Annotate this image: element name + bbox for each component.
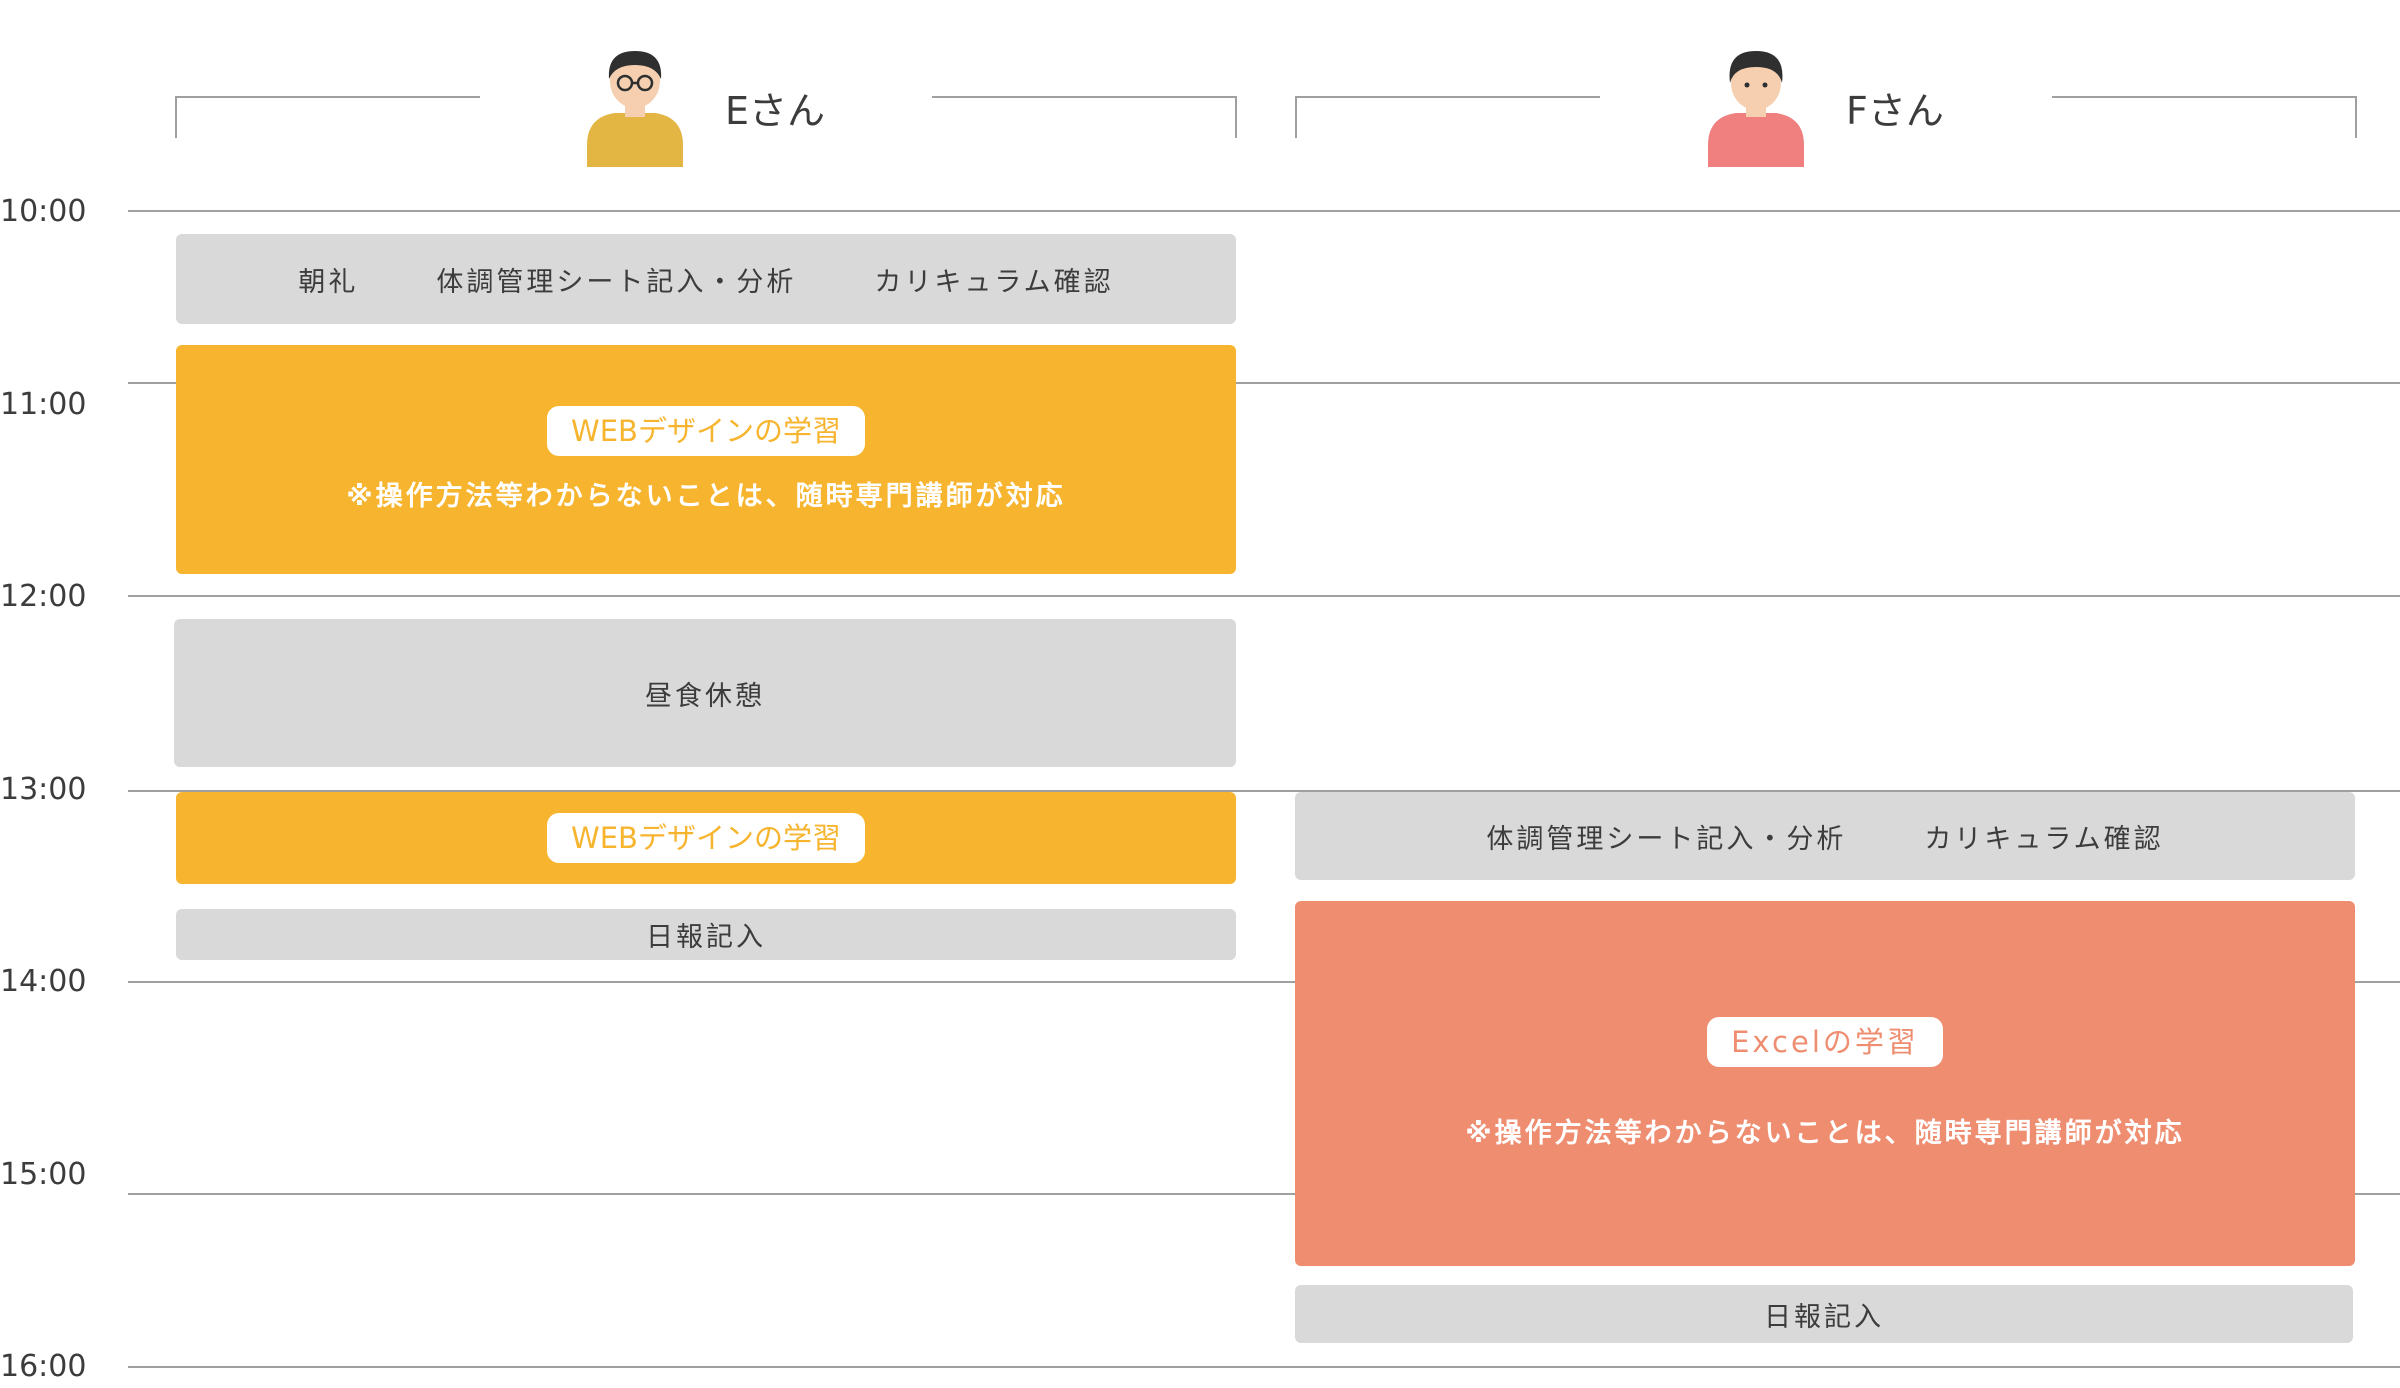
e-report-label: 日報記入 <box>646 922 766 953</box>
hour-line-1500 <box>128 1193 2400 1195</box>
e-report-block: 日報記入 <box>176 909 1236 960</box>
person-name-e: Eさん <box>725 89 826 133</box>
time-label-1500: 15:00 <box>0 1157 87 1192</box>
f-afternoon-item-2: カリキュラム確認 <box>1924 823 2164 855</box>
time-label-1400: 14:00 <box>0 964 87 999</box>
hour-line-1600 <box>128 1366 2400 1368</box>
f-report-label: 日報記入 <box>1764 1301 1884 1333</box>
e-web-design-block-2: WEBデザインの学習 <box>176 792 1236 884</box>
time-label-1600: 16:00 <box>0 1349 87 1384</box>
f-report-block: 日報記入 <box>1295 1285 2353 1343</box>
header-bracket-f-right <box>2052 96 2357 138</box>
person-name-f: Fさん <box>1846 89 1944 133</box>
e-morning-item-3: カリキュラム確認 <box>874 266 1114 298</box>
time-label-1200: 12:00 <box>0 579 87 614</box>
header-bracket-f-left <box>1295 96 1600 138</box>
e-web-design-note: ※操作方法等わからないことは、随時専門講師が対応 <box>346 481 1066 513</box>
f-excel-block: Excelの学習 ※操作方法等わからないことは、随時専門講師が対応 <box>1295 901 2355 1266</box>
e-morning-item-1: 朝礼 <box>298 266 359 298</box>
time-label-1100: 11:00 <box>0 387 87 422</box>
header-bracket-e-right <box>932 96 1237 138</box>
e-lunch-block: 昼食休憩 <box>174 619 1236 767</box>
person-with-glasses-icon <box>585 45 685 167</box>
hour-line-1100 <box>128 382 2400 384</box>
e-morning-block: 朝礼 体調管理シート記入・分析 カリキュラム確認 <box>176 234 1236 324</box>
hour-line-1000 <box>128 210 2400 212</box>
person-icon <box>1706 45 1806 167</box>
e-lunch-label: 昼食休憩 <box>645 680 765 712</box>
e-web-design-title-2: WEBデザインの学習 <box>547 812 865 864</box>
f-afternoon-block: 体調管理シート記入・分析 カリキュラム確認 <box>1295 792 2355 880</box>
time-label-1300: 13:00 <box>0 772 87 807</box>
e-morning-item-2: 体調管理シート記入・分析 <box>436 266 797 298</box>
hour-line-1300 <box>128 790 2400 792</box>
hour-line-1200 <box>128 595 2400 597</box>
f-excel-title: Excelの学習 <box>1707 1016 1943 1068</box>
f-afternoon-item-1: 体調管理シート記入・分析 <box>1486 823 1847 855</box>
e-web-design-title-1: WEBデザインの学習 <box>547 405 865 457</box>
hour-line-1400 <box>128 981 2400 983</box>
e-web-design-block-1: WEBデザインの学習 ※操作方法等わからないことは、随時専門講師が対応 <box>176 345 1236 574</box>
header-bracket-e-left <box>175 96 480 138</box>
f-excel-note: ※操作方法等わからないことは、随時専門講師が対応 <box>1465 1118 2185 1150</box>
time-label-1000: 10:00 <box>0 194 87 229</box>
